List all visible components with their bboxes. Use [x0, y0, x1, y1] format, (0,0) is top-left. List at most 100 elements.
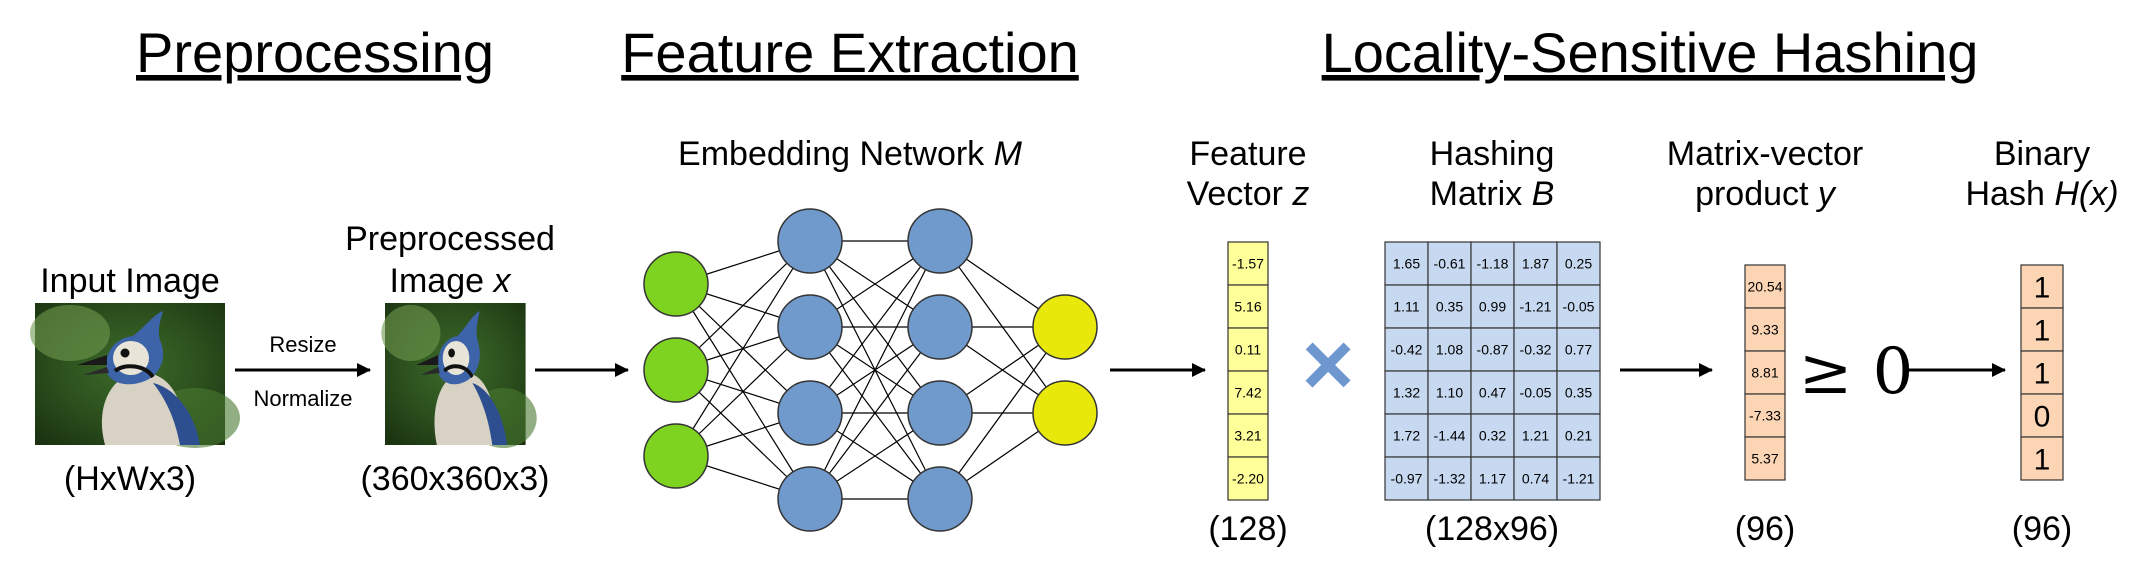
matrix-value: 1.32 — [1393, 385, 1420, 401]
hidden-neuron — [907, 466, 973, 532]
matrix-value: 0.32 — [1479, 428, 1506, 444]
input-image-dims: (HxWx3) — [64, 460, 196, 498]
normalize-label: Normalize — [253, 386, 352, 411]
matrix-value: -1.21 — [1563, 471, 1595, 487]
matrix-value: 0.35 — [1436, 299, 1463, 315]
product-cell — [1744, 350, 1786, 395]
matrix-value: -1.32 — [1434, 471, 1466, 487]
preprocessed-image — [379, 301, 539, 450]
hashing-matrix-title-line2: Matrix B — [1430, 175, 1555, 213]
matrix-cell — [1556, 241, 1601, 286]
matrix-cell — [1556, 327, 1601, 372]
network-label: Embedding Network M — [678, 135, 1023, 173]
hidden-neuron — [777, 294, 843, 360]
section-title-feature-extraction: Feature Extraction — [621, 21, 1079, 84]
feature-vector-value: 5.16 — [1234, 299, 1261, 315]
hidden-neuron — [777, 380, 843, 446]
matrix-cell — [1384, 456, 1429, 501]
matrix-value: -0.97 — [1391, 471, 1423, 487]
product-value: 8.81 — [1751, 365, 1778, 381]
matrix-value: 1.10 — [1436, 385, 1463, 401]
matrix-value: -1.18 — [1477, 256, 1509, 272]
feature-vector-value: 0.11 — [1235, 342, 1261, 358]
matrix-value: 1.11 — [1393, 299, 1419, 315]
product-value: 20.54 — [1747, 279, 1782, 295]
preprocessed-dims: (360x360x3) — [360, 460, 549, 498]
input-neuron — [643, 423, 709, 489]
feature-vector-value: -2.20 — [1232, 471, 1264, 487]
matrix-value: 1.17 — [1479, 471, 1506, 487]
section-title-preprocessing: Preprocessing — [136, 21, 494, 84]
binary-hash-cell — [2020, 350, 2064, 395]
product-value: -7.33 — [1749, 408, 1781, 424]
matrix-value: 1.65 — [1393, 256, 1420, 272]
hidden-neuron — [777, 208, 843, 274]
matrix-cell — [1513, 241, 1558, 286]
network-edge — [809, 326, 941, 500]
embedding-network — [643, 208, 1098, 532]
multiply-icon: × — [1302, 315, 1355, 415]
matrix-value: 0.25 — [1565, 256, 1592, 272]
binary-hash-title-line2: Hash H(x) — [1965, 175, 2118, 213]
hashing-matrix-title-line1: Hashing — [1430, 135, 1555, 173]
product-dims: (96) — [1735, 510, 1795, 548]
feature-vector-cell — [1227, 327, 1269, 372]
product-cell — [1744, 264, 1786, 309]
feature-vector-dims: (128) — [1208, 510, 1287, 548]
output-neuron — [1032, 294, 1098, 360]
matrix-value: 0.21 — [1565, 428, 1592, 444]
matrix-value: 0.99 — [1479, 299, 1506, 315]
matrix-value: -0.05 — [1520, 385, 1552, 401]
hidden-neuron — [907, 208, 973, 274]
matrix-value: 0.74 — [1522, 471, 1549, 487]
matrix-cell — [1427, 241, 1472, 286]
binary-hash-value: 1 — [2034, 272, 2051, 305]
product-vector: 20.549.338.81-7.335.37 — [1744, 264, 1786, 481]
feature-vector-cell — [1227, 456, 1269, 501]
feature-vector-value: 7.42 — [1234, 385, 1261, 401]
matrix-value: 1.08 — [1436, 342, 1463, 358]
binary-hash-title-line1: Binary — [1994, 135, 2090, 173]
binary-hash-cell — [2020, 436, 2064, 481]
matrix-value: 0.35 — [1565, 385, 1592, 401]
matrix-value: -0.61 — [1434, 256, 1466, 272]
network-edge — [939, 326, 1066, 500]
matrix-cell — [1556, 456, 1601, 501]
binary-hash-value: 1 — [2034, 315, 2051, 348]
matrix-value: 1.72 — [1393, 428, 1420, 444]
matrix-value: -0.87 — [1477, 342, 1509, 358]
network-edge — [675, 240, 811, 457]
matrix-cell — [1427, 327, 1472, 372]
matrix-cell — [1470, 241, 1515, 286]
matrix-cell — [1427, 413, 1472, 458]
matrix-value: -1.21 — [1520, 299, 1552, 315]
section-title-lsh: Locality-Sensitive Hashing — [1322, 21, 1979, 84]
output-neuron — [1032, 380, 1098, 446]
feature-vector-value: 3.21 — [1234, 428, 1261, 444]
preprocessed-label-line2: Image x — [390, 262, 512, 300]
hidden-neuron — [777, 466, 843, 532]
matrix-cell — [1384, 370, 1429, 415]
input-neuron — [643, 251, 709, 317]
matrix-value: 0.77 — [1565, 342, 1592, 358]
matrix-value: -0.05 — [1563, 299, 1595, 315]
matrix-cell — [1513, 327, 1558, 372]
matrix-cell — [1384, 284, 1429, 329]
product-value: 9.33 — [1751, 322, 1778, 338]
network-edges — [675, 240, 1066, 500]
matrix-value: -0.32 — [1520, 342, 1552, 358]
threshold-label: ≥ 0 — [1799, 335, 1914, 409]
binary-hash-dims: (96) — [2012, 510, 2072, 548]
matrix-cell — [1470, 327, 1515, 372]
matrix-cell — [1384, 413, 1429, 458]
network-edge — [809, 240, 941, 414]
matrix-value: 1.21 — [1522, 428, 1549, 444]
product-title-line1: Matrix-vector — [1667, 135, 1863, 173]
input-image — [28, 301, 242, 450]
binary-hash-cell — [2020, 264, 2064, 309]
feature-vector-title-line1: Feature — [1189, 135, 1306, 173]
matrix-value: -1.44 — [1434, 428, 1466, 444]
